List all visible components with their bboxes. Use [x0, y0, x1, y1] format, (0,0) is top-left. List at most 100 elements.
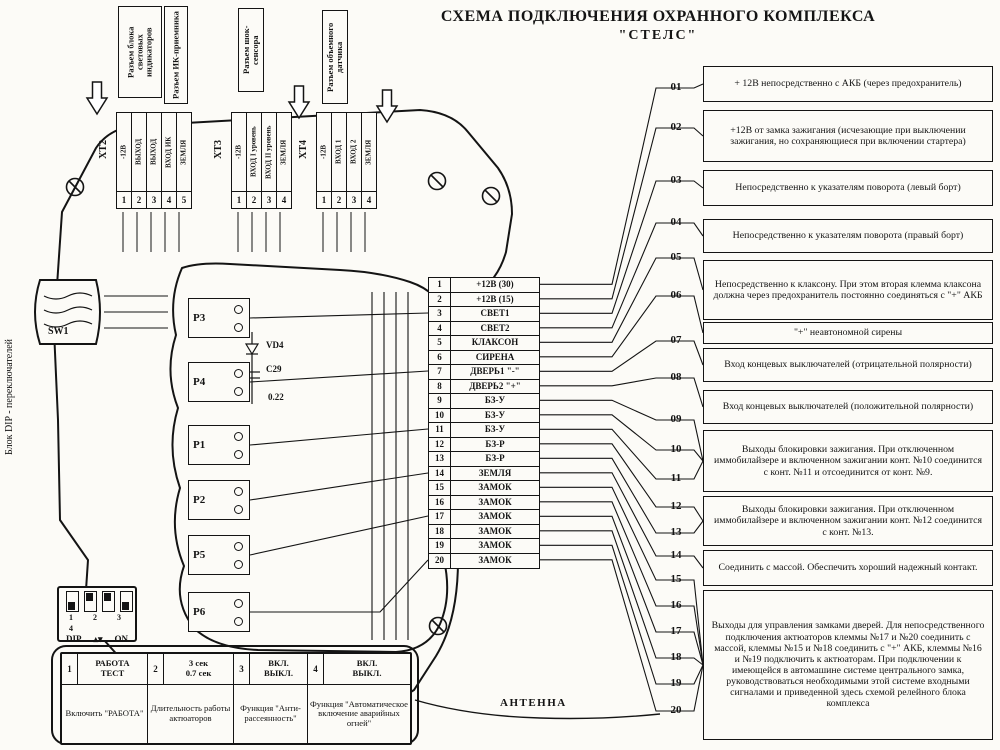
strip-pin-label: ВХОД I уровень [249, 126, 258, 178]
strip-pin-number: 3 [262, 191, 276, 208]
wire-15 [540, 486, 704, 666]
connector-pin-number: 18 [429, 524, 451, 538]
dip-col-value: ВКЛ. ВЫКЛ. [250, 654, 308, 684]
strip-pin-number: 2 [132, 191, 146, 208]
connector-pin-number: 19 [429, 539, 451, 553]
dip-col-value: РАБОТА ТЕСТ [78, 654, 148, 684]
wire-number: 20 [670, 704, 682, 716]
relay-contact-dot [234, 616, 243, 626]
relay-Р4: Р4 [188, 362, 250, 402]
callout-box: Соединить с массой. Обеспечить хороший н… [703, 550, 993, 586]
relay-contact-dot [234, 449, 243, 459]
connector-pin-number: 16 [429, 495, 451, 509]
wire-11 [540, 428, 704, 480]
relay-label: Р3 [193, 312, 206, 324]
wire-17 [540, 515, 704, 666]
wire-05 [540, 257, 704, 343]
down-arrow-icons [85, 81, 399, 124]
strip-pin-label: ВХОД 2 [349, 139, 358, 165]
wire-number: 05 [670, 251, 682, 263]
relay-contacts [234, 486, 243, 514]
dip-table-header-row: 1 РАБОТА ТЕСТ 2 3 сек 0.7 сек 3 ВКЛ. ВЫК… [62, 654, 410, 685]
relay-contact-dot [234, 368, 243, 378]
antenna-wire [414, 699, 661, 720]
wire-number: 02 [670, 121, 682, 133]
capacitor-value-label: 0.22 [268, 392, 284, 402]
wire-07 [540, 340, 704, 372]
strip-pin-label: -12В [119, 145, 128, 159]
dip-direction-arrows-icon: ▴▾ [93, 634, 103, 644]
callout-box: "+" неавтономной сирены [703, 322, 993, 344]
relay-contacts [234, 368, 243, 396]
strip-pin-number: 4 [362, 191, 376, 208]
wire-06 [540, 295, 704, 358]
connector-pin-label: ЗАМОК [478, 540, 512, 550]
wire-number: 19 [670, 677, 682, 689]
dip-col-value: ВКЛ. ВЫКЛ. [352, 658, 382, 678]
dip-col-value: 3 сек 0.7 сек [164, 654, 234, 684]
wire-number: 09 [670, 413, 682, 425]
strip-pin-number: 3 [147, 191, 161, 208]
connector-pin-number: 10 [429, 408, 451, 422]
dip-col-number: 1 [62, 654, 78, 684]
wire-08 [540, 377, 704, 408]
strip-name-XT3: XT3 [213, 140, 224, 159]
strip-pin-number: 5 [177, 191, 191, 208]
connector-pin-label: ДВЕРЬ1 "-" [470, 366, 520, 376]
callout-box: Выходы блокировки зажигания. При отключе… [703, 496, 993, 546]
connector-pin-number: 11 [429, 423, 451, 437]
wire-number: 12 [670, 500, 682, 512]
connector-pin-number: 8 [429, 379, 451, 393]
wire-19 [540, 544, 704, 685]
connector-pin-label: ДВЕРЬ2 "+" [469, 380, 521, 391]
dip-col-number: 2 [148, 654, 164, 684]
wire-16 [540, 501, 704, 666]
sw1-connector-shape [34, 279, 101, 345]
wire-number: 11 [670, 472, 682, 484]
connector-row: 8 ДВЕРЬ2 "+" [429, 379, 539, 394]
relay-Р2: Р2 [188, 480, 250, 520]
strip-pin-number: 1 [317, 191, 331, 208]
callout-box: +12В от замка зажигания (исчезающие при … [703, 110, 993, 162]
relay-contact-dot [234, 598, 243, 608]
connector-row: 10 БЗ-У [429, 408, 539, 423]
dip-description: Функция "Анти-рассеянность" [234, 685, 308, 743]
connector-pin-label: ЗАМОК [478, 554, 512, 565]
dip-switch-4 [120, 591, 133, 612]
strip-pin-number: 4 [162, 191, 176, 208]
wire-number: 13 [670, 526, 682, 538]
callout-box: Вход концевых выключателей (положительно… [703, 390, 993, 424]
relay-wires [104, 295, 429, 613]
connector-pin-number: 5 [429, 336, 451, 350]
dip-knob [86, 593, 93, 601]
relay-contact-dot [234, 322, 243, 332]
label-ir-receiver-connector: Разъем ИК-приемника [164, 6, 188, 104]
relay-contact-dot [234, 504, 243, 514]
dip-description: Включить "РАБОТА" [62, 685, 148, 743]
antenna-label: АНТЕННА [500, 697, 567, 709]
connector-pin-label: БЗ-У [484, 409, 506, 420]
connector-pin-number: 17 [429, 510, 451, 524]
wire-13 [540, 457, 704, 534]
relay-contact-dot [234, 304, 243, 314]
strip-pin-label: ВХОД 1 [334, 139, 343, 165]
dip-switch-3 [102, 591, 115, 612]
connector-pin-number: 2 [429, 292, 451, 306]
connector-pin-label: +12В (30) [476, 279, 514, 289]
connector-pin-number: 12 [429, 437, 451, 451]
